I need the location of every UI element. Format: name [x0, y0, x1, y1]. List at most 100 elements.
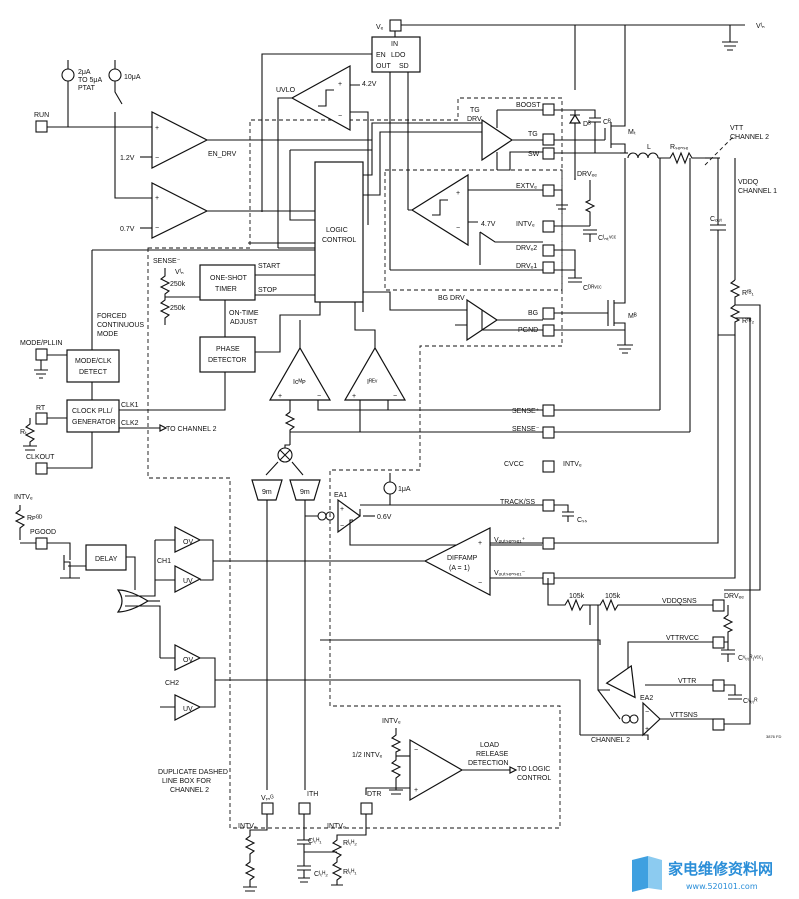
- svg-text:Cᴰᴿᵛᶜᶜ: Cᴰᴿᵛᶜᶜ: [583, 285, 602, 292]
- svg-text:EA2: EA2: [640, 695, 653, 702]
- svg-text:TG: TG: [470, 107, 480, 114]
- svg-text:STOP: STOP: [258, 287, 277, 294]
- svg-text:BG DRV: BG DRV: [438, 295, 465, 302]
- svg-text:Rₛₑₙₛₑ: Rₛₑₙₛₑ: [670, 144, 689, 151]
- pin-bg: [542, 307, 555, 320]
- svg-text:Cᵛₜₜᴿ: Cᵛₜₜᴿ: [743, 698, 758, 705]
- pin-vin-top: [389, 19, 402, 32]
- svg-text:+: +: [456, 190, 460, 197]
- svg-text:0.6V: 0.6V: [377, 514, 392, 521]
- svg-text:+: +: [478, 540, 482, 547]
- svg-text:GENERATOR: GENERATOR: [72, 419, 116, 426]
- svg-text:Cᵛₜₜᴿ₍ᵛᶜᶜ₎: Cᵛₜₜᴿ₍ᵛᶜᶜ₎: [738, 655, 764, 662]
- svg-text:START: START: [258, 263, 281, 270]
- pin-vttrvcc: [712, 636, 725, 649]
- svg-text:−: −: [340, 523, 344, 530]
- phase-detector: [199, 336, 256, 373]
- svg-text:SD: SD: [399, 63, 409, 70]
- pin-pgnd: [542, 324, 555, 337]
- pin-run: [35, 120, 48, 133]
- logic-control-block: [314, 161, 364, 303]
- svg-text:EN: EN: [376, 52, 386, 59]
- svg-text:DETECT: DETECT: [79, 369, 108, 376]
- rfb-resistors: [718, 279, 741, 336]
- boost-cap: [589, 109, 601, 153]
- svg-text:4.2V: 4.2V: [362, 81, 377, 88]
- svg-text:Vₒᵤₜₛₑₙₛₑ₁⁺: Vₒᵤₜₛₑₙₛₑ₁⁺: [494, 537, 526, 544]
- vttr-amp: [605, 664, 636, 699]
- gm-amp-1: [251, 479, 283, 501]
- one-shot-timer: [199, 264, 256, 301]
- svg-text:ON-TIME: ON-TIME: [229, 310, 259, 317]
- svg-text:PTAT: PTAT: [78, 85, 96, 92]
- pin-sense-n: [542, 426, 555, 439]
- svg-text:RUN: RUN: [34, 112, 49, 119]
- watermark-title: 家电维修资料网: [668, 860, 773, 878]
- svg-text:L: L: [647, 144, 651, 151]
- svg-text:DIFFAMP: DIFFAMP: [447, 555, 478, 562]
- watermark-url: www.520101.com: [686, 882, 758, 891]
- svg-text:OV: OV: [183, 657, 193, 664]
- svg-text:105k: 105k: [605, 593, 621, 600]
- svg-text:9m: 9m: [262, 489, 272, 496]
- svg-text:CONTINUOUS: CONTINUOUS: [97, 322, 144, 329]
- watermark-logo: [632, 856, 662, 892]
- pin-vrng: [261, 802, 274, 815]
- svg-text:Rₜ: Rₜ: [20, 429, 27, 436]
- ith-caps: [297, 814, 311, 883]
- svg-text:2μA: 2μA: [78, 69, 91, 76]
- svg-text:CLK1: CLK1: [121, 402, 139, 409]
- svg-text:EA1: EA1: [334, 492, 347, 499]
- svg-text:SENSE⁻: SENSE⁻: [512, 426, 540, 433]
- svg-text:OV: OV: [183, 539, 193, 546]
- svg-text:CH1: CH1: [157, 558, 171, 565]
- pin-vin-top-label: Vₑ: [376, 24, 384, 31]
- svg-text:250k: 250k: [170, 281, 186, 288]
- pin-cvcc: [542, 460, 555, 473]
- svg-text:DTR: DTR: [367, 791, 381, 798]
- svg-text:ONE-SHOT: ONE-SHOT: [210, 275, 248, 282]
- or-gate: [116, 589, 150, 613]
- svg-text:1.2V: 1.2V: [120, 155, 135, 162]
- clock-pll-generator: [66, 399, 120, 433]
- svg-text:VTTRVCC: VTTRVCC: [666, 635, 699, 642]
- svg-text:SW: SW: [528, 151, 540, 158]
- svg-text:INTVₑ: INTVₑ: [238, 823, 257, 830]
- pin-track-ss: [542, 499, 555, 512]
- rsense-resistor: [658, 151, 705, 165]
- svg-text:0.7V: 0.7V: [120, 226, 135, 233]
- svg-text:MODE/PLLIN: MODE/PLLIN: [20, 340, 62, 347]
- svg-text:Cᴮ: Cᴮ: [603, 119, 611, 126]
- svg-text:VDDQ: VDDQ: [738, 179, 759, 186]
- mode-clk-detect: [66, 349, 120, 383]
- svg-text:9m: 9m: [300, 489, 310, 496]
- svg-text:Iᴿᴱᵛ: Iᴿᴱᵛ: [367, 379, 378, 386]
- pin-pgood: [35, 537, 48, 550]
- svg-text:EXTVₑ: EXTVₑ: [516, 183, 537, 190]
- svg-text:LOGIC: LOGIC: [326, 227, 348, 234]
- svg-text:DRVₑ2: DRVₑ2: [516, 245, 537, 252]
- svg-text:Cᴵₙₜᵛᶜᶜ: Cᴵₙₜᵛᶜᶜ: [598, 235, 617, 242]
- svg-text:250k: 250k: [170, 305, 186, 312]
- svg-text:MODE/CLK: MODE/CLK: [75, 358, 112, 365]
- pin-vddqsns: [712, 599, 725, 612]
- svg-text:RELEASE: RELEASE: [476, 751, 509, 758]
- svg-text:Cₒᵤₜ: Cₒᵤₜ: [710, 216, 722, 223]
- svg-text:−: −: [338, 113, 342, 120]
- svg-text:DRV: DRV: [467, 116, 482, 123]
- svg-text:LINE BOX FOR: LINE BOX FOR: [162, 778, 211, 785]
- svg-text:Vᴵₙ: Vᴵₙ: [175, 269, 184, 276]
- svg-text:−: −: [155, 225, 159, 232]
- mosfet-mb: [554, 158, 626, 345]
- svg-text:−: −: [456, 225, 460, 232]
- svg-text:−: −: [393, 393, 397, 400]
- pin-mode-pllin: [35, 348, 48, 361]
- pin-extvcc: [542, 184, 555, 197]
- svg-text:(A = 1): (A = 1): [449, 565, 470, 572]
- irev-comparator: [343, 346, 407, 401]
- svg-text:UV: UV: [183, 706, 193, 713]
- svg-text:Cᴵₜᴴ₂: Cᴵₜᴴ₂: [314, 871, 328, 878]
- svg-text:EN_DRV: EN_DRV: [208, 151, 237, 158]
- svg-text:TO LOGIC: TO LOGIC: [517, 766, 550, 773]
